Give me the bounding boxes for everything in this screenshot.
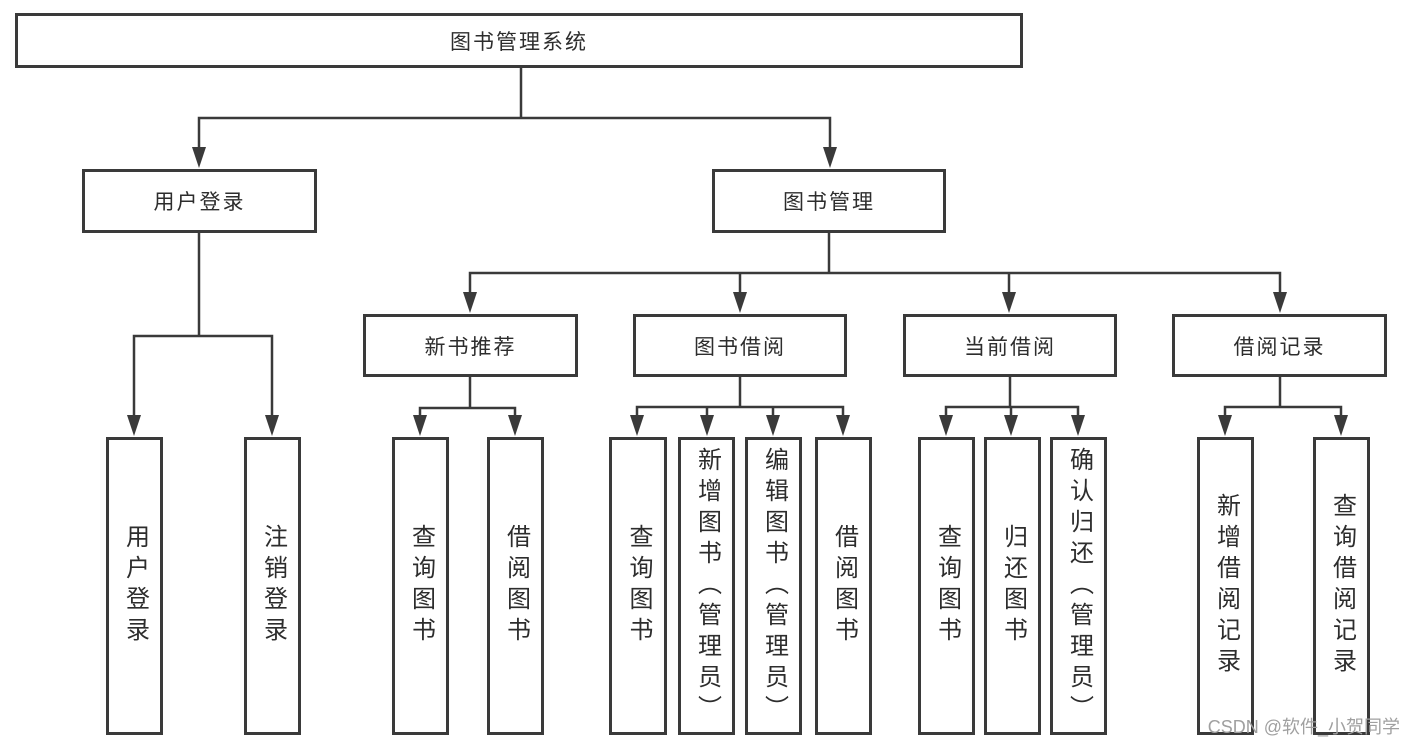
leaf-logout-label: 注销登录 [259, 524, 287, 648]
node-book-borrow: 图书借阅 [633, 314, 847, 377]
node-library-system: 图书管理系统 [15, 13, 1023, 68]
leaf-borrow-books-recommend-label: 借阅图书 [502, 524, 530, 648]
leaf-edit-book-admin: 编辑图书（管理员） [745, 437, 802, 735]
node-new-book-recommend-label: 新书推荐 [424, 335, 517, 359]
leaf-confirm-return-admin: 确认归还（管理员） [1050, 437, 1107, 735]
connector-current-borrow-to-leaves [944, 377, 1080, 420]
leaf-query-books-borrow-label: 查询图书 [625, 524, 652, 648]
connector-book-management-to-level3 [468, 233, 1282, 298]
csdn-watermark: CSDN @软件_小贺同学 [1207, 717, 1400, 737]
node-user-login: 用户登录 [82, 169, 317, 233]
connector-borrow-records-to-leaves [1223, 377, 1343, 420]
leaf-logout: 注销登录 [244, 437, 301, 735]
connector-new-book-to-leaves [418, 377, 517, 420]
leaf-query-books-recommend-label: 查询图书 [407, 524, 435, 648]
leaf-query-books-current: 查询图书 [918, 437, 975, 735]
leaf-query-books-current-label: 查询图书 [933, 524, 961, 648]
node-book-management-label: 图书管理 [783, 191, 875, 214]
leaf-user-login: 用户登录 [106, 437, 163, 735]
node-current-borrow-label: 当前借阅 [964, 335, 1056, 359]
leaf-query-books-borrow: 查询图书 [609, 437, 667, 735]
leaf-borrow-books-borrow-label: 借阅图书 [830, 524, 858, 648]
connector-book-borrow-to-leaves [635, 377, 845, 420]
node-current-borrow: 当前借阅 [903, 314, 1117, 377]
leaf-query-borrow-record-label: 查询借阅记录 [1328, 493, 1356, 679]
leaf-return-book: 归还图书 [984, 437, 1041, 735]
leaf-borrow-books-recommend: 借阅图书 [487, 437, 544, 735]
node-library-system-label: 图书管理系统 [450, 30, 588, 54]
leaf-query-books-recommend: 查询图书 [392, 437, 449, 735]
node-book-borrow-label: 图书借阅 [694, 335, 786, 359]
leaf-user-login-label: 用户登录 [121, 524, 149, 648]
leaf-add-borrow-record-label: 新增借阅记录 [1212, 493, 1240, 679]
leaf-query-borrow-record: 查询借阅记录 [1313, 437, 1370, 735]
leaf-add-book-admin: 新增图书（管理员） [678, 437, 735, 735]
connector-root-to-level2 [197, 68, 832, 152]
leaf-return-book-label: 归还图书 [999, 524, 1027, 648]
leaf-add-book-admin-label: 新增图书（管理员） [693, 446, 721, 726]
connector-user-login-to-leaves [132, 233, 274, 420]
leaf-borrow-books-borrow: 借阅图书 [815, 437, 872, 735]
node-user-login-label: 用户登录 [153, 191, 246, 214]
leaf-add-borrow-record: 新增借阅记录 [1197, 437, 1254, 735]
leaf-confirm-return-admin-label: 确认归还（管理员） [1065, 446, 1093, 726]
leaf-edit-book-admin-label: 编辑图书（管理员） [760, 446, 788, 726]
node-borrow-records: 借阅记录 [1172, 314, 1387, 377]
node-book-management: 图书管理 [712, 169, 946, 233]
arrowheads [127, 147, 1348, 436]
node-new-book-recommend: 新书推荐 [363, 314, 578, 377]
node-borrow-records-label: 借阅记录 [1233, 335, 1326, 359]
